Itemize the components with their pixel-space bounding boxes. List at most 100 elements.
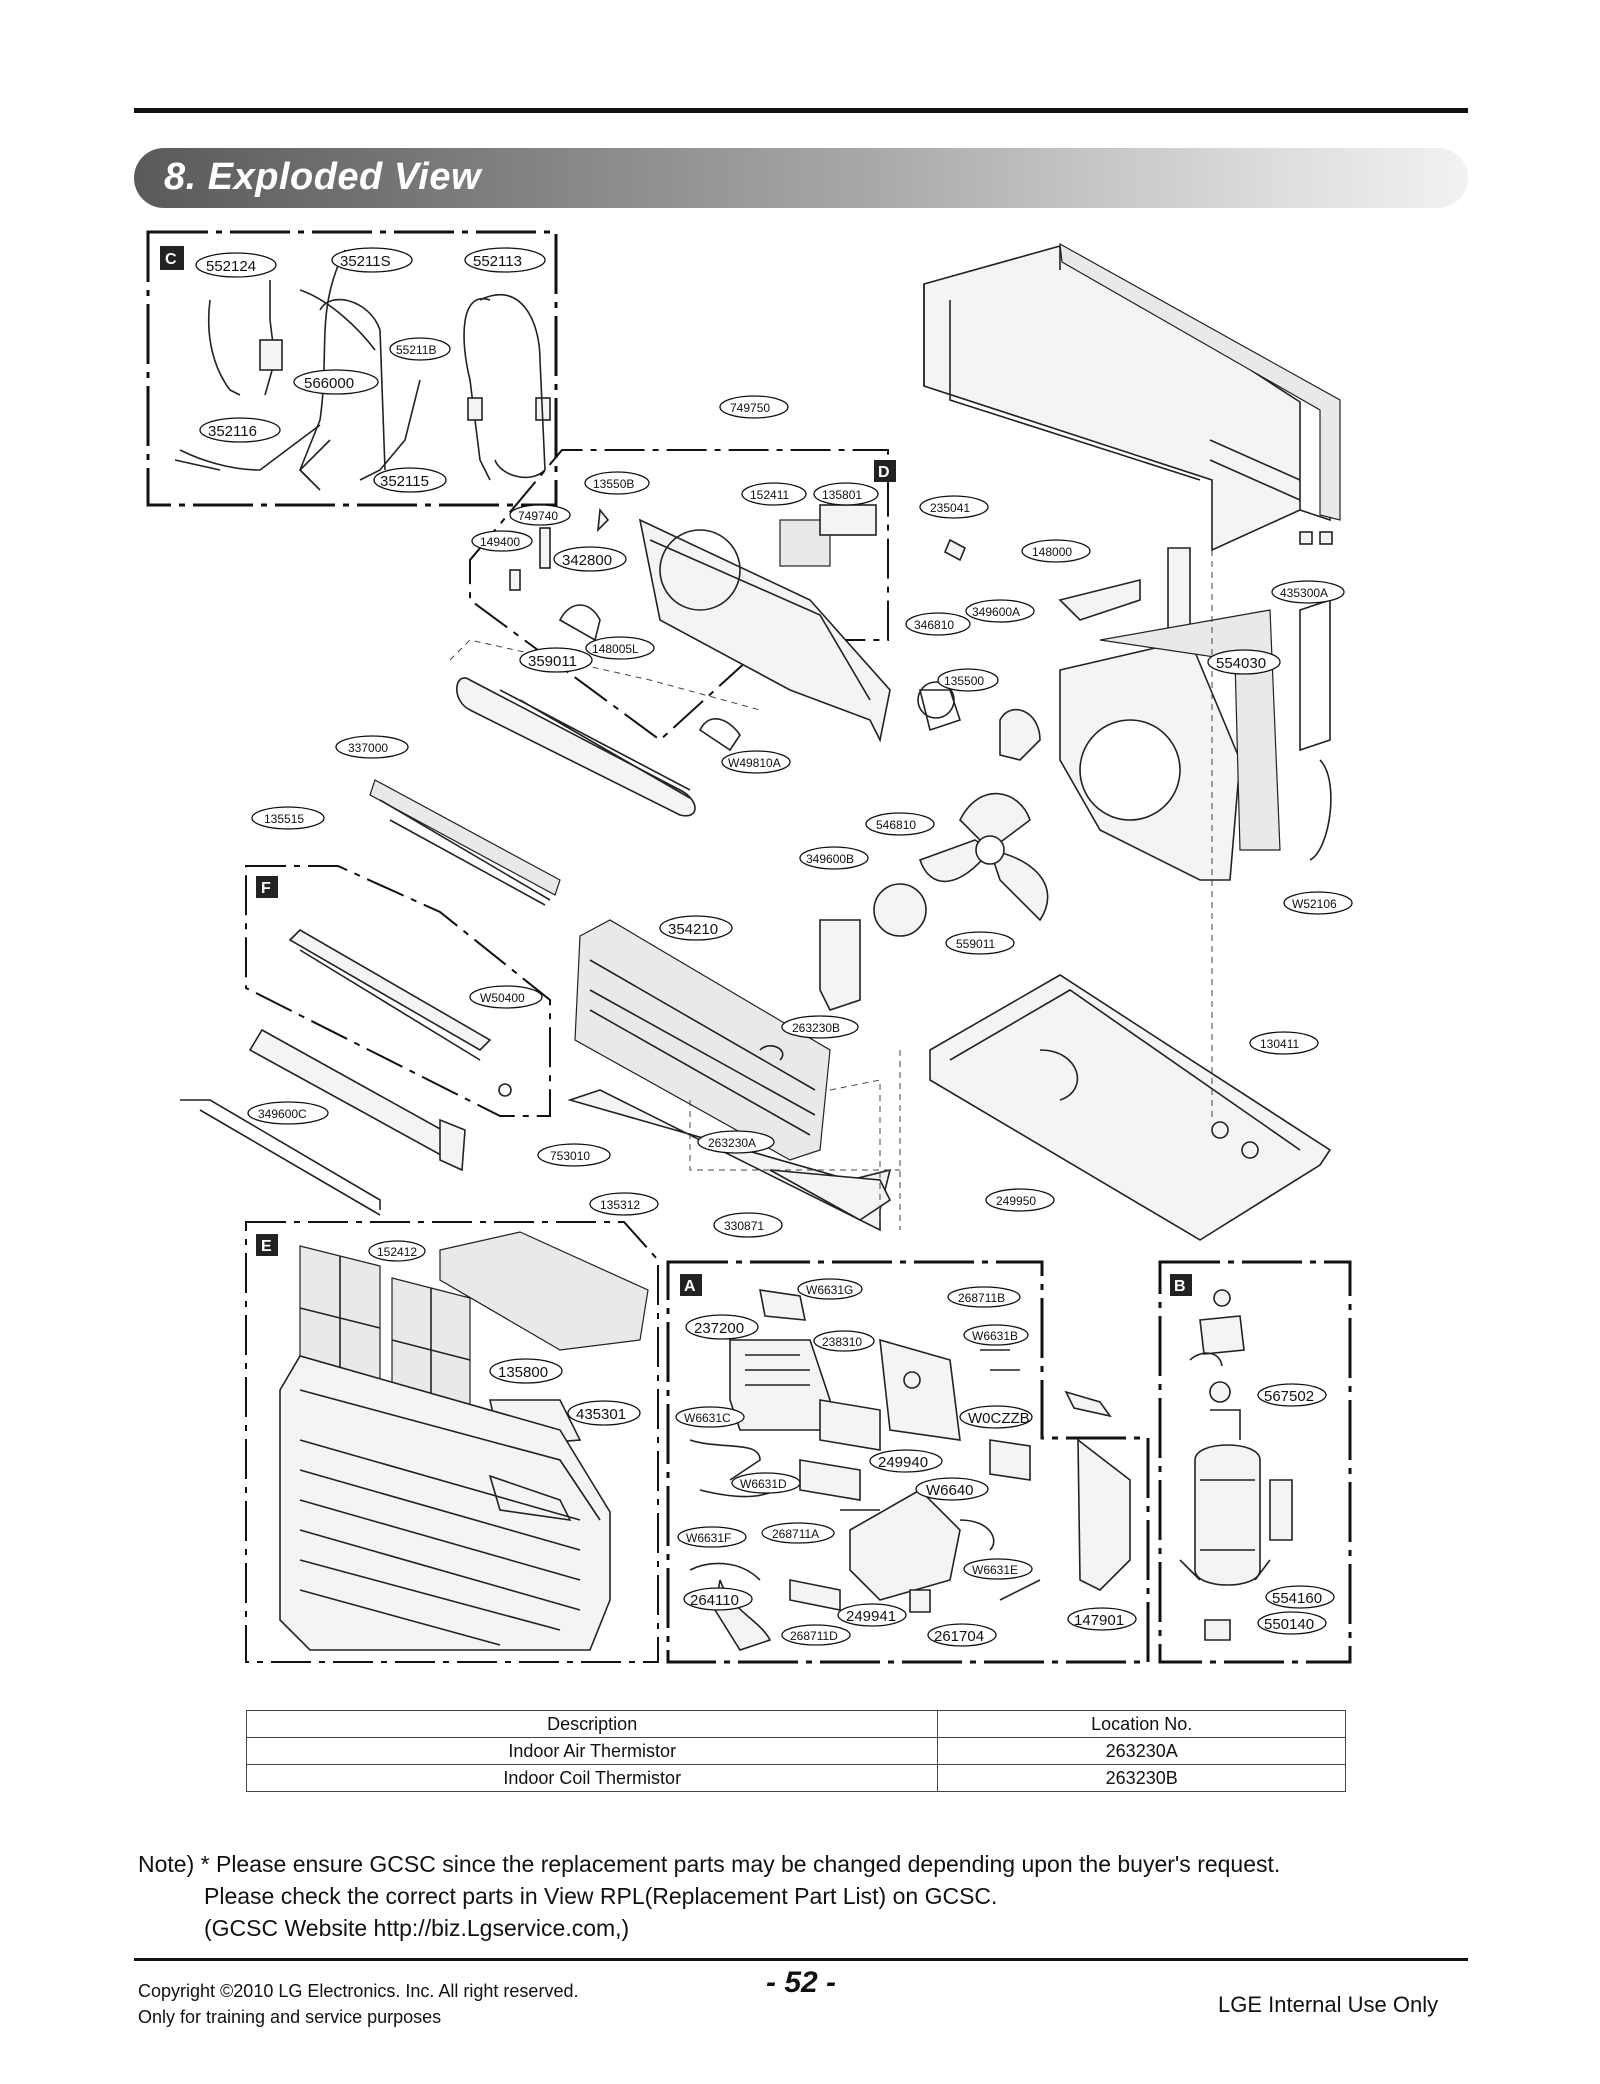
callout-W6631D: W6631D	[740, 1477, 787, 1491]
callout-261704: 261704	[934, 1628, 984, 1645]
evaporator-assembly	[567, 919, 901, 1232]
thermistor-table: Description Location No. Indoor Air Ther…	[245, 1710, 1346, 1792]
section-d: D	[449, 449, 896, 817]
callout-W6631E: W6631E	[972, 1563, 1018, 1577]
callout-152411: 152411	[750, 488, 789, 502]
callout-152412: 152412	[377, 1245, 417, 1259]
callout-55211B: 55211B	[396, 343, 436, 357]
callout-135312: 135312	[600, 1198, 640, 1212]
callout-135801: 135801	[822, 488, 862, 502]
callout-352115: 352115	[380, 473, 429, 490]
section-letter-c: C	[165, 251, 177, 268]
callout-249941: 249941	[846, 1608, 896, 1625]
internal-use-label: LGE Internal Use Only	[1218, 1992, 1439, 2017]
table-cell: 263230B	[937, 1764, 1346, 1792]
copyright-text: Copyright ©2010 LG Electronics. Inc. All…	[138, 1981, 579, 2001]
callout-349600C: 349600C	[258, 1107, 307, 1121]
section-b: B	[1158, 1260, 1352, 1664]
callout-268711B: 268711B	[958, 1291, 1005, 1305]
callout-753010: 753010	[550, 1149, 590, 1163]
callout-546810: 546810	[876, 818, 916, 832]
section-letter-d: D	[878, 464, 890, 481]
section-f: F	[180, 779, 561, 1216]
table-header-row: Description Location No.	[245, 1710, 1346, 1738]
callout-135800: 135800	[498, 1364, 548, 1381]
callout-263230B: 263230B	[792, 1021, 840, 1035]
callout-W0CZZB: W0CZZB	[968, 1410, 1030, 1427]
callout-554030: 554030	[1216, 655, 1266, 672]
callout-W50400: W50400	[480, 991, 525, 1005]
callouts-middle: 354210 263230B 263230A 135312 330871 249…	[589, 915, 1055, 1238]
note-line: (GCSC Website http://biz.Lgservice.com,)	[204, 1915, 630, 1941]
condenser-fan-assembly	[819, 538, 1332, 1241]
note-line: Please check the correct parts in View R…	[204, 1883, 998, 1909]
title-banner: 8. Exploded View	[134, 148, 1468, 208]
section-e: E	[245, 1221, 659, 1663]
top-rule	[134, 108, 1468, 113]
table-cell: Indoor Coil Thermistor	[245, 1764, 939, 1792]
table-cell: Indoor Air Thermistor	[245, 1737, 939, 1765]
callout-749740: 749740	[518, 509, 558, 523]
note-block: Note) * Please ensure GCSC since the rep…	[138, 1848, 1280, 1944]
callout-552124: 552124	[206, 258, 256, 275]
table-header: Description	[245, 1710, 939, 1738]
callout-35211S: 35211S	[340, 253, 391, 270]
callout-264110: 264110	[690, 1592, 739, 1609]
callouts-section-d: 749750 13550B 749740 149400 342800 15241…	[471, 395, 879, 774]
outer-case	[923, 242, 1341, 552]
callout-W49810A: W49810A	[728, 756, 781, 770]
callouts-section-a: W6631G 268711B 237200 238310 W6631B W663…	[675, 1278, 1137, 1647]
table-header: Location No.	[937, 1710, 1346, 1738]
section-letter-f: F	[261, 880, 271, 897]
callout-148000: 148000	[1032, 545, 1072, 559]
bottom-rule	[134, 1958, 1468, 1961]
section-letter-a: A	[684, 1278, 696, 1295]
callout-435301: 435301	[576, 1406, 626, 1423]
callout-249940: 249940	[878, 1454, 928, 1471]
callout-149400: 149400	[480, 535, 520, 549]
callout-342800: 342800	[562, 552, 612, 569]
purpose-text: Only for training and service purposes	[138, 2007, 442, 2027]
footer-left: Copyright ©2010 LG Electronics. Inc. All…	[138, 1978, 578, 2030]
callout-552113: 552113	[473, 253, 522, 270]
callout-559011: 559011	[956, 937, 995, 951]
callout-268711A: 268711A	[772, 1527, 819, 1541]
callout-135500: 135500	[944, 674, 984, 688]
callouts-section-e: 152412 135800 435301	[368, 1240, 641, 1426]
callout-235041: 235041	[930, 501, 970, 515]
section-letter-b: B	[1174, 1278, 1186, 1295]
callout-435300A: 435300A	[1280, 586, 1328, 600]
callout-W52106: W52106	[1292, 897, 1337, 911]
callouts-section-b: 567502 554160 550140	[1257, 1383, 1335, 1635]
callout-330871: 330871	[724, 1219, 764, 1233]
callout-359011: 359011	[528, 653, 577, 670]
table-cell: 263230A	[937, 1737, 1346, 1765]
callout-148005L: 148005L	[592, 642, 639, 656]
callout-349600B: 349600B	[806, 852, 854, 866]
section-letter-e: E	[261, 1238, 272, 1255]
callouts-right: 235041 148000 435300A 346810 349600A 135…	[799, 495, 1353, 1055]
callouts-section-c: 552124 35211S 552113 55211B 566000 35211…	[195, 247, 546, 493]
callout-349600A: 349600A	[972, 605, 1020, 619]
callout-13550B: 13550B	[593, 477, 634, 491]
callouts-section-f: 337000 135515 W50400 349600C 753010	[247, 735, 611, 1167]
callout-249950: 249950	[996, 1194, 1036, 1208]
exploded-view-diagram: C 552124 35211S 552113 55211B 566000 352…	[146, 230, 1353, 1664]
callout-147901: 147901	[1074, 1612, 1124, 1629]
section-a: A	[666, 1260, 1150, 1664]
callout-337000: 337000	[348, 741, 388, 755]
callout-354210: 354210	[668, 921, 718, 938]
page-title: 8. Exploded View	[164, 156, 482, 198]
callout-W6631C: W6631C	[684, 1411, 731, 1425]
callout-550140: 550140	[1264, 1616, 1314, 1633]
callout-352116: 352116	[208, 423, 257, 440]
callout-W6631F: W6631F	[686, 1531, 731, 1545]
callout-W6631G: W6631G	[806, 1283, 853, 1297]
table-row: Indoor Coil Thermistor 263230B	[245, 1764, 1346, 1792]
callout-135515: 135515	[264, 812, 304, 826]
callout-268711D: 268711D	[790, 1629, 838, 1643]
callout-W6640: W6640	[926, 1482, 974, 1499]
table-row: Indoor Air Thermistor 263230A	[245, 1737, 1346, 1765]
callout-237200: 237200	[694, 1320, 744, 1337]
callout-130411: 130411	[1260, 1037, 1299, 1051]
